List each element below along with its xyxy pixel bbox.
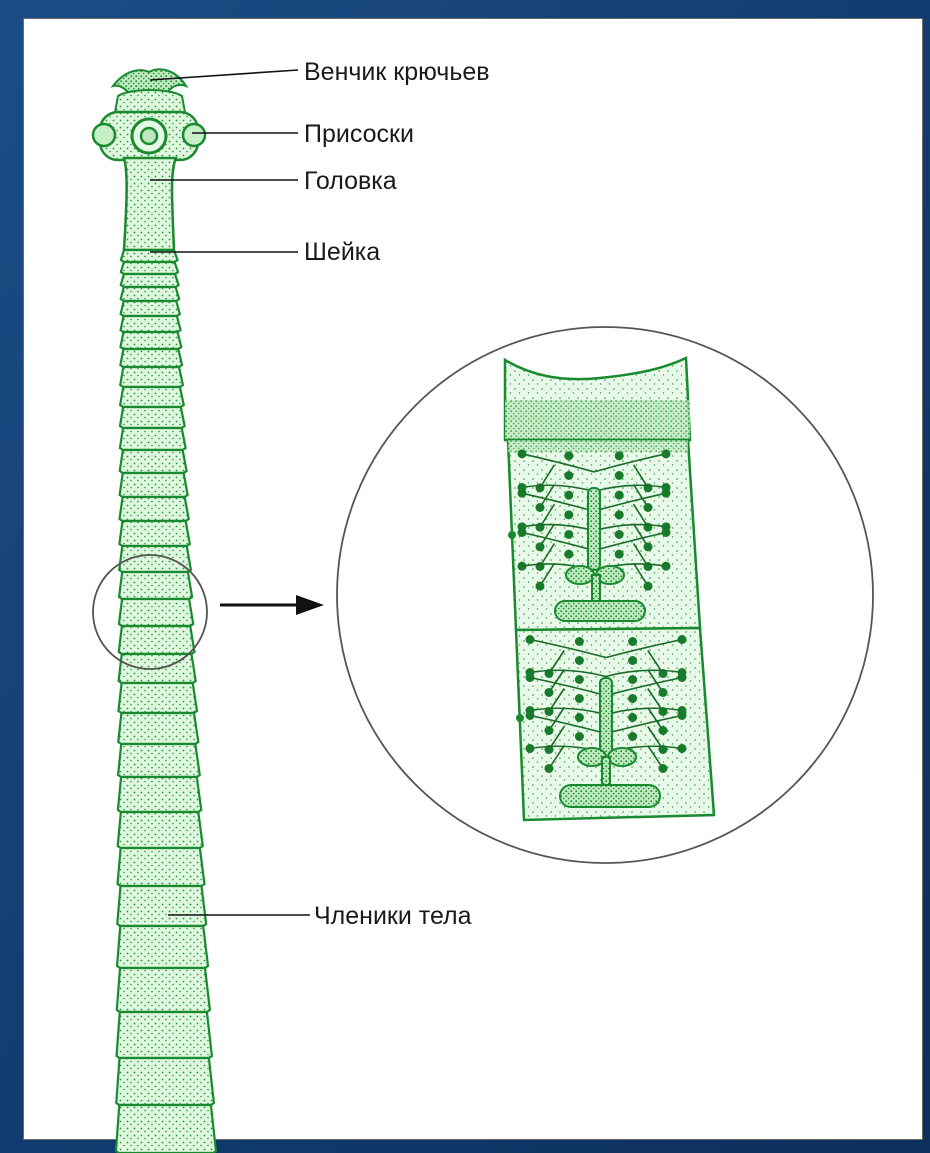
body-segment	[118, 777, 201, 812]
body-segment	[118, 812, 203, 848]
body-segment	[121, 287, 179, 301]
sucker-right	[183, 124, 205, 146]
body-segment	[118, 683, 197, 713]
body-segment	[117, 926, 208, 968]
proglottid-1	[508, 440, 700, 630]
body-segment	[117, 848, 204, 886]
body-segment	[121, 262, 178, 274]
body-segment	[116, 1058, 214, 1105]
body-segment	[119, 497, 188, 521]
body-segment	[121, 316, 181, 332]
label-body-segments: Членики тела	[314, 901, 472, 931]
body-segment	[117, 1012, 212, 1058]
body-segment	[119, 599, 193, 626]
body-segment	[120, 367, 183, 387]
body-segment	[117, 968, 210, 1012]
body-segment	[119, 626, 195, 654]
body-segment	[121, 301, 180, 316]
body-segment	[119, 521, 189, 546]
body-segment	[120, 473, 188, 497]
body-segment	[120, 387, 184, 407]
body-segment	[118, 713, 198, 744]
body-segment	[120, 332, 181, 349]
label-suckers: Присоски	[304, 119, 414, 149]
body-segment	[120, 407, 185, 428]
magnified-segments	[505, 358, 714, 820]
body-segment	[120, 450, 187, 473]
body-segment	[117, 886, 206, 926]
body-segment	[120, 428, 186, 450]
magnify-arrow	[220, 595, 324, 615]
scolex	[93, 69, 205, 250]
body-segment	[119, 572, 192, 599]
label-crown-of-hooks: Венчик крючьев	[304, 57, 490, 87]
body-segment	[118, 744, 200, 777]
body-segment	[121, 274, 179, 287]
strobila	[116, 250, 216, 1153]
body-segment	[116, 1105, 216, 1153]
proglottid-2	[516, 628, 714, 820]
label-head: Головка	[304, 166, 397, 196]
body-segment	[120, 349, 182, 367]
label-neck: Шейка	[304, 237, 380, 267]
sucker-left	[93, 124, 115, 146]
